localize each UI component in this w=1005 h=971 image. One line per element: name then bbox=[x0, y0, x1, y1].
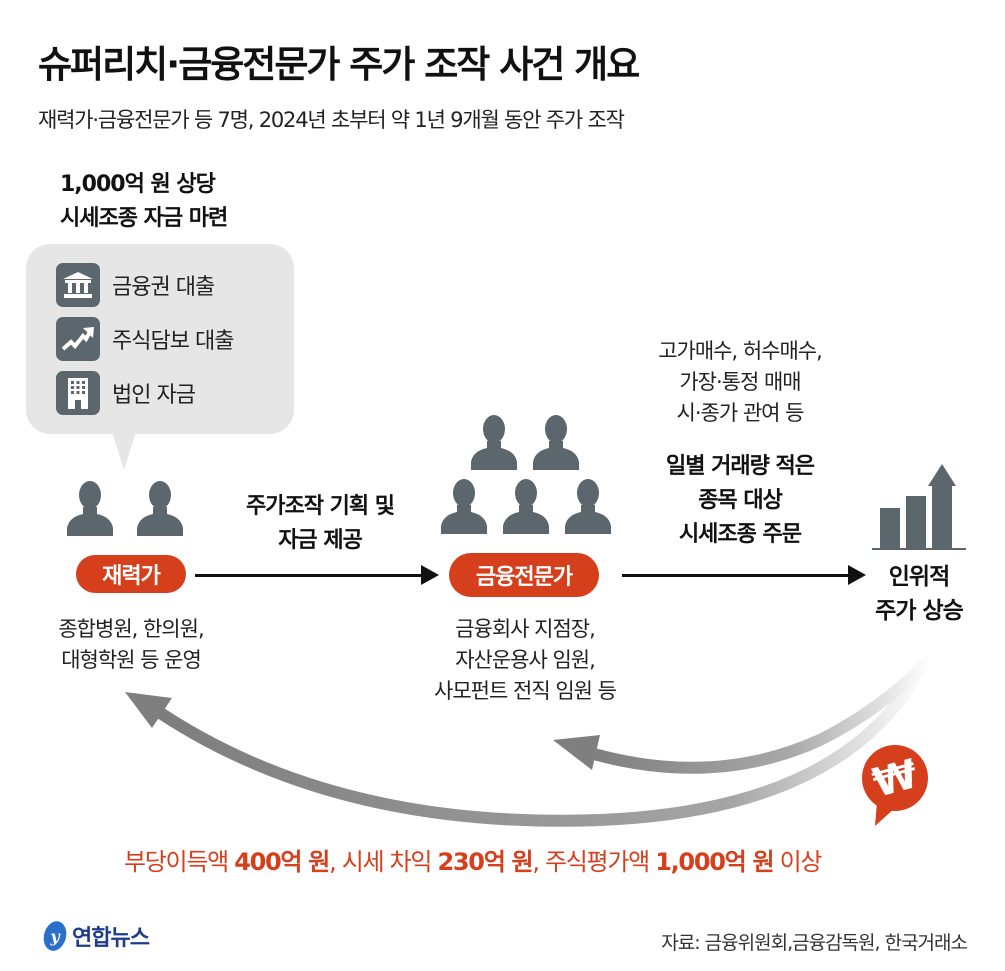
experts-description: 금융회사 지점장, 자산운용사 임원, 사모펀트 전직 임원 등 bbox=[434, 617, 617, 703]
flow-arrow-2-head bbox=[848, 565, 866, 585]
won-currency-icon: ₩ bbox=[862, 745, 928, 826]
flow-arrow-1-line bbox=[195, 574, 425, 577]
flow-arrow-2-line bbox=[622, 574, 852, 577]
profit-summary: 부당이득액 400억 원, 시세 차익 230억 원, 주식평가액 1,000억… bbox=[124, 848, 822, 876]
svg-text:y: y bbox=[49, 927, 61, 946]
profit-return-arrows bbox=[125, 655, 935, 827]
experts-label-pill: 금융전문가 bbox=[449, 553, 599, 597]
yonhap-logo: y 연합뉴스 bbox=[42, 920, 150, 952]
page-title: 슈퍼리치·금융전문가 주가 조작 사건 개요 bbox=[38, 43, 640, 86]
source-credit: 자료: 금융위원회,금융감독원, 한국거래소 bbox=[661, 932, 968, 954]
step1-label: 주가조작 기획 및 자금 제공 bbox=[246, 494, 395, 553]
step2-label: 일별 거래량 적은 종목 대상 시세조종 주문 bbox=[666, 454, 815, 547]
funding-heading: 1,000억 원 상당 시세조종 자금 마련 bbox=[60, 172, 228, 231]
result-label: 인위적 주가 상승 bbox=[875, 564, 964, 624]
flow-arrow-1-head bbox=[421, 565, 439, 585]
bank-icon bbox=[56, 263, 100, 307]
page-subtitle: 재력가·금융전문가 등 7명, 2024년 초부터 약 1년 9개월 동안 주가… bbox=[38, 108, 625, 132]
funding-item-bank-loan: 금융권 대출 bbox=[56, 263, 215, 307]
manipulation-methods: 고가매수, 허수매수, 가장·통정 매매 시·종가 관여 등 bbox=[658, 339, 823, 425]
experts-people-icon bbox=[441, 415, 611, 534]
stock-chart-icon bbox=[56, 317, 100, 361]
funding-bubble-tail bbox=[112, 432, 136, 470]
funding-item-label: 법인 자금 bbox=[112, 383, 196, 408]
wealthy-label-pill: 재력가 bbox=[76, 555, 186, 593]
funding-item-label: 금융권 대출 bbox=[112, 275, 215, 300]
rising-chart-icon bbox=[872, 464, 966, 550]
yonhap-logo-icon: y bbox=[43, 921, 67, 951]
funding-item-stock-loan: 주식담보 대출 bbox=[56, 317, 234, 361]
wealthy-description: 종합병원, 한의원, 대형학원 등 운영 bbox=[58, 617, 204, 672]
funding-item-label: 주식담보 대출 bbox=[112, 329, 234, 354]
wealthy-people-icon bbox=[67, 481, 183, 536]
building-icon bbox=[56, 371, 100, 415]
funding-item-corporate-funds: 법인 자금 bbox=[56, 371, 196, 415]
